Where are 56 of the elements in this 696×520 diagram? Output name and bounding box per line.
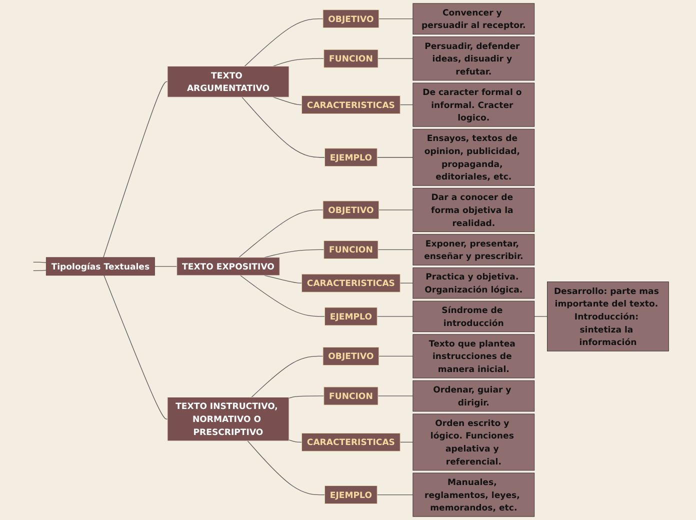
connector-line	[33, 270, 46, 271]
subtopic-box: CARACTERISTICAS	[302, 274, 400, 292]
subtopic-box: CARACTERISTICAS	[302, 432, 400, 452]
connector-line	[33, 262, 46, 263]
detail-box: Texto que plantea instrucciones de manera inicial.	[412, 334, 535, 378]
category-box: TEXTO EXPOSITIVO	[176, 257, 280, 276]
connector-line	[376, 157, 414, 158]
connector-line	[400, 104, 414, 106]
detail-box: Síndrome de introducción	[412, 300, 535, 332]
category-box: TEXTO INSTRUCTIVO, NORMATIVO O PRESCRIPTIVO	[167, 397, 290, 442]
detail-box: Dar a conocer de forma objetiva la realidad.	[412, 188, 535, 232]
subtopic-box: EJEMPLO	[324, 486, 378, 504]
connector-line	[104, 275, 168, 420]
detail-box: Exponer, presentar, enseñar y prescribir.	[412, 234, 535, 266]
connector-line	[534, 316, 548, 317]
connector-line	[288, 440, 302, 442]
detail-box: Orden escrito y lógico. Funciones apelativa y referencial.	[412, 414, 535, 471]
connector-line	[154, 266, 178, 267]
detail-box: Desarrollo: parte mas importante del texto. Introducción: sintetiza la información	[547, 282, 669, 352]
connector-line	[238, 210, 324, 258]
subtopic-box: FUNCION	[324, 386, 378, 406]
subtopic-box: FUNCION	[324, 49, 378, 68]
detail-box: Ordenar, guiar y dirigir.	[412, 380, 535, 412]
subtopic-box: CARACTERISTICAS	[302, 96, 400, 114]
subtopic-box: OBJETIVO	[322, 200, 380, 220]
connector-line	[288, 396, 324, 399]
connector-line	[240, 275, 326, 317]
subtopic-box: EJEMPLO	[324, 307, 378, 326]
connector-line	[251, 356, 324, 398]
connector-line	[242, 96, 326, 158]
connector-line	[378, 18, 414, 20]
connector-line	[378, 356, 414, 357]
root-topic-box: Tipologías Textuales	[46, 257, 155, 276]
subtopic-box: OBJETIVO	[322, 347, 380, 366]
subtopic-box: OBJETIVO	[322, 10, 380, 28]
connector-line	[264, 249, 324, 258]
detail-box: Manuales, reglamentos, leyes, memorandos, etc.	[412, 472, 535, 517]
detail-box: Persuadir, defender ideas, disuadir y refutar.	[412, 36, 535, 81]
connector-line	[376, 316, 414, 317]
category-box: TEXTO ARGUMENTATIVO	[167, 66, 290, 98]
connector-line	[272, 58, 324, 67]
connector-line	[247, 440, 326, 496]
connector-line	[378, 249, 414, 250]
connector-line	[103, 81, 168, 258]
connector-line	[400, 282, 414, 284]
connector-line	[264, 275, 302, 284]
detail-box: De caracter formal o informal. Cracter logico.	[412, 82, 535, 127]
connector-line	[244, 18, 324, 67]
connector-line	[378, 58, 414, 59]
detail-box: Practica y objetiva. Organización lógica.	[412, 267, 535, 299]
subtopic-box: EJEMPLO	[324, 148, 378, 167]
detail-box: Convencer y persuadir al receptor.	[412, 3, 535, 34]
subtopic-box: FUNCION	[324, 240, 378, 259]
connector-line	[376, 494, 414, 496]
connector-line	[272, 96, 302, 106]
detail-box: Ensayos, textos de opinion, publicidad, propaganda, editoriales, etc.	[412, 128, 535, 186]
